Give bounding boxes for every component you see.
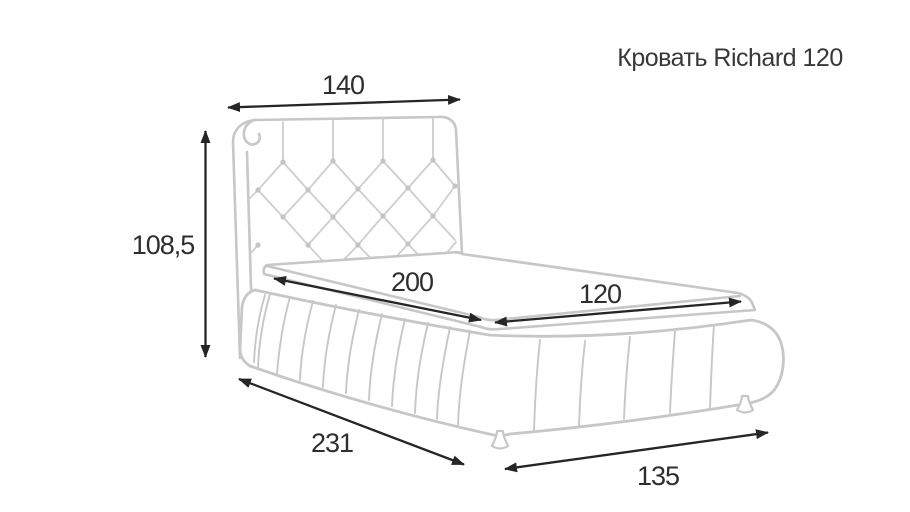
dimension-label-mattress-width: 120 [578,279,622,309]
dimension-label-headboard-width: 140 [321,70,365,100]
product-title: Кровать Richard 120 [617,44,843,72]
arrow-mattress-length [273,275,482,323]
dimension-label-height: 108,5 [131,230,196,260]
arrow-base-width [504,429,769,473]
bed-leg-right [735,394,755,414]
arrow-headboard-width [227,94,461,113]
dimension-label-mattress-length: 200 [390,267,434,297]
tufting-buttons [255,157,458,248]
headboard-tufting [248,117,457,273]
arrow-base-length [238,377,465,466]
arrow-mattress-width [494,297,742,327]
dimension-label-base-length: 231 [310,428,354,458]
dimension-arrows [200,94,769,473]
dimension-label-base-width: 135 [636,461,680,491]
